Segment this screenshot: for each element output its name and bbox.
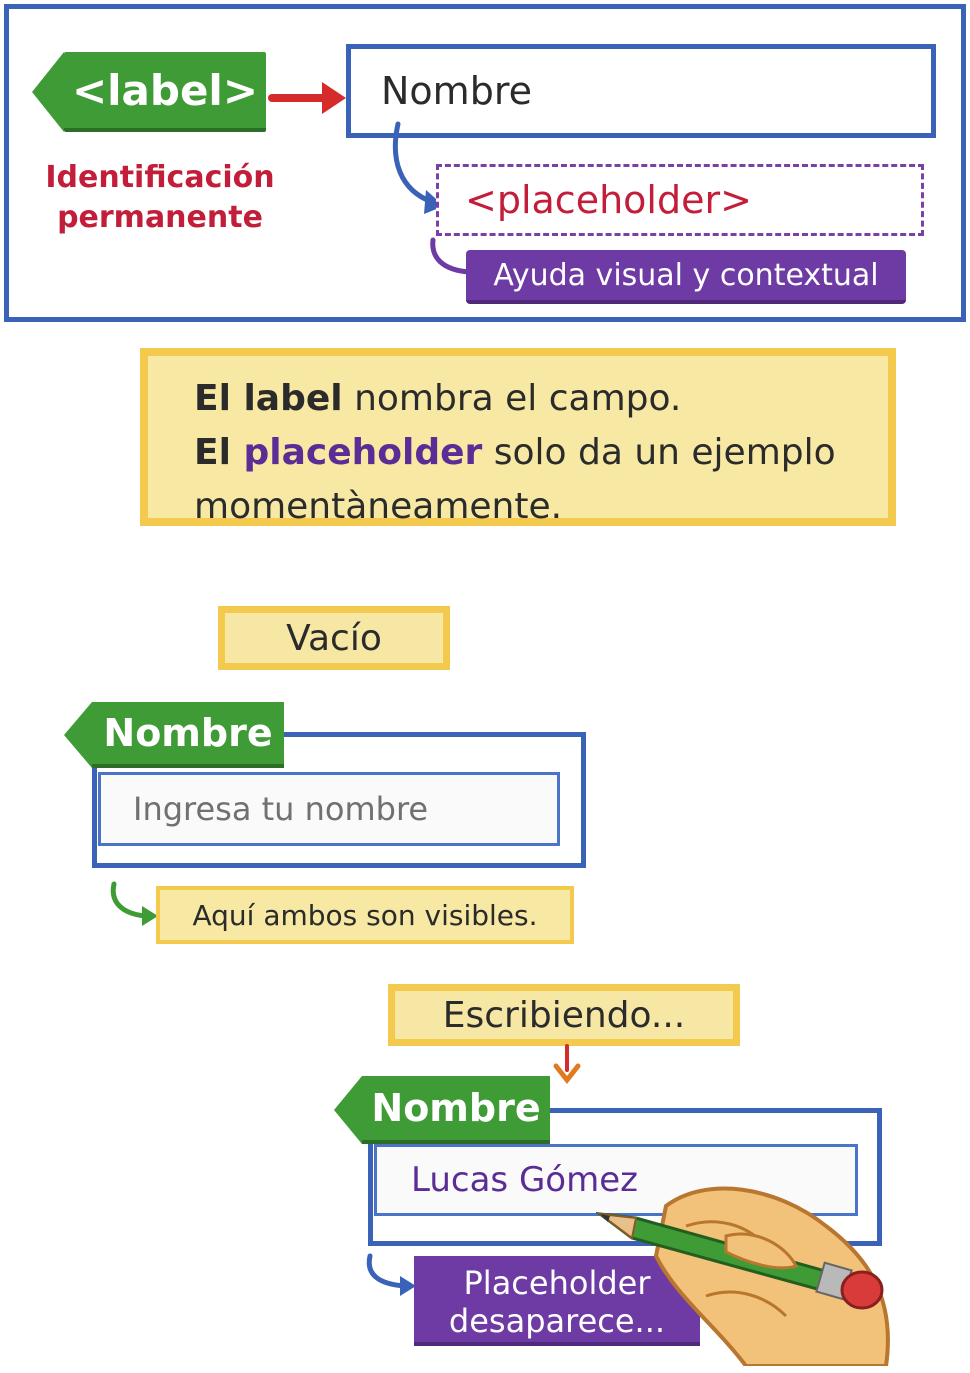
curved-connector-icon [430,237,472,275]
empty-input-placeholder: Ingresa tu nombre [133,790,429,828]
empty-name-label-text: Nombre [103,711,273,755]
empty-state-title-text: Vacío [286,617,382,659]
note-label-keyword: El label [194,378,343,419]
note-line-2-rest: solo da un ejemplo [482,432,836,473]
typing-input-value: Lucas Gómez [411,1160,638,1200]
placeholder-box: <placeholder> [436,164,924,236]
note-placeholder-keyword: placeholder [243,432,483,473]
empty-name-input[interactable]: Ingresa tu nombre [98,772,560,846]
typing-state-caption: Placeholder desaparece... [414,1256,700,1346]
placeholder-tag-text: <placeholder> [465,178,752,222]
hand-pencil-icon [596,1186,890,1366]
label-caption-line1: Identificación [45,160,275,195]
empty-state-caption-text: Aquí ambos son visibles. [192,898,538,932]
label-caption-line2: permanente [57,200,263,235]
note-line-1: El label nombra el campo. [194,372,888,426]
curved-arrow-icon [366,1253,416,1296]
name-field-example: Nombre [346,44,936,138]
arrow-right-icon [268,82,346,114]
label-tag: <label> [32,52,266,132]
name-field-value: Nombre [381,69,532,113]
typing-state-title-text: Escribiendo... [442,994,686,1036]
note-line-3: momentàneamente. [194,486,563,527]
note-line-2: El placeholder solo da un ejemplo [194,426,888,480]
label-caption: Identificación permanente [20,158,300,238]
typing-caption-line2: desaparece... [448,1302,666,1340]
summary-note: El label nombra el campo. El placeholder… [140,348,896,527]
empty-state-title: Vacío [218,606,450,670]
typing-name-label: Nombre [334,1076,550,1144]
typing-state-title: Escribiendo... [388,984,740,1046]
placeholder-caption-text: Ayuda visual y contextual [493,257,879,293]
empty-name-label: Nombre [64,702,284,768]
curved-arrow-icon [110,881,158,926]
note-line-2-start: El [194,432,244,473]
typing-caption-line1: Placeholder [463,1264,651,1302]
empty-state-caption: Aquí ambos son visibles. [156,886,574,944]
label-tag-text: <label> [71,65,259,115]
typing-name-label-text: Nombre [371,1086,541,1130]
note-line-1-rest: nombra el campo. [342,378,682,419]
placeholder-caption: Ayuda visual y contextual [466,250,906,304]
down-arrow-icon [553,1044,581,1084]
